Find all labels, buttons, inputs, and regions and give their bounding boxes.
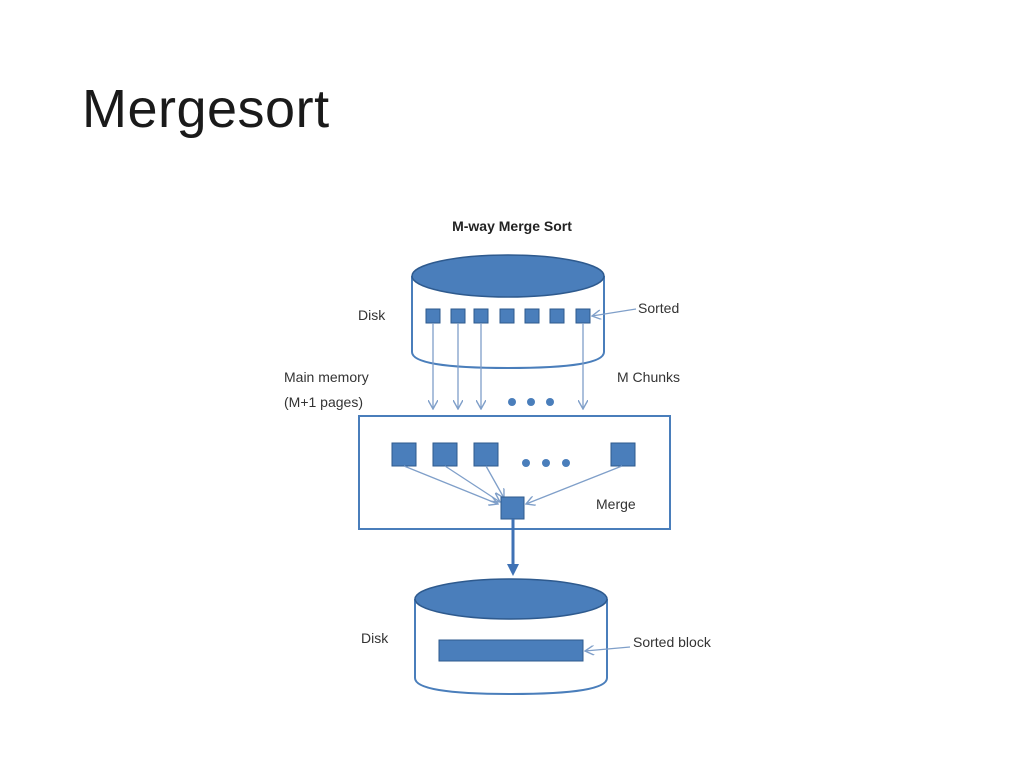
load-arrows — [433, 323, 583, 409]
sorted-label: Sorted — [638, 300, 679, 316]
main-memory-label: Main memory — [284, 369, 369, 385]
merge-arrow — [526, 465, 623, 504]
disk-label-bottom: Disk — [361, 630, 389, 646]
slide-title: Mergesort — [82, 79, 330, 139]
memory-buffer — [610, 442, 636, 467]
merge-arrow — [444, 465, 500, 502]
memory-buffer — [473, 442, 499, 467]
disk-chunk — [575, 308, 591, 324]
diagram-title: M-way Merge Sort — [452, 218, 572, 234]
sorted-block-label: Sorted block — [633, 634, 712, 650]
bottom-disk-lid — [414, 578, 608, 620]
merge-arrow — [403, 465, 498, 504]
disk-chunk — [425, 308, 441, 324]
ellipsis-lower — [522, 459, 570, 467]
sorted-block — [438, 639, 584, 662]
top-disk-lid — [411, 254, 605, 298]
ellipsis-upper — [508, 398, 554, 406]
main-memory-pages-label: (M+1 pages) — [284, 394, 363, 410]
disk-chunk — [499, 308, 515, 324]
m-chunks-label: M Chunks — [617, 369, 680, 385]
bottom-disk — [414, 578, 608, 696]
disk-chunk — [524, 308, 540, 324]
memory-buffer — [432, 442, 458, 467]
sorted-block-pointer-arrow — [585, 647, 631, 651]
merge-arrows — [403, 465, 623, 504]
disk-chunk — [450, 308, 466, 324]
memory-buffer — [391, 442, 417, 467]
disk-chunk — [473, 308, 489, 324]
disk-chunks — [425, 308, 591, 324]
sorted-pointer-arrow — [592, 308, 637, 316]
merge-label: Merge — [596, 496, 636, 512]
output-buffer — [500, 496, 525, 520]
merge-arrow — [485, 465, 504, 498]
disk-label-top: Disk — [358, 307, 386, 323]
disk-chunk — [549, 308, 565, 324]
